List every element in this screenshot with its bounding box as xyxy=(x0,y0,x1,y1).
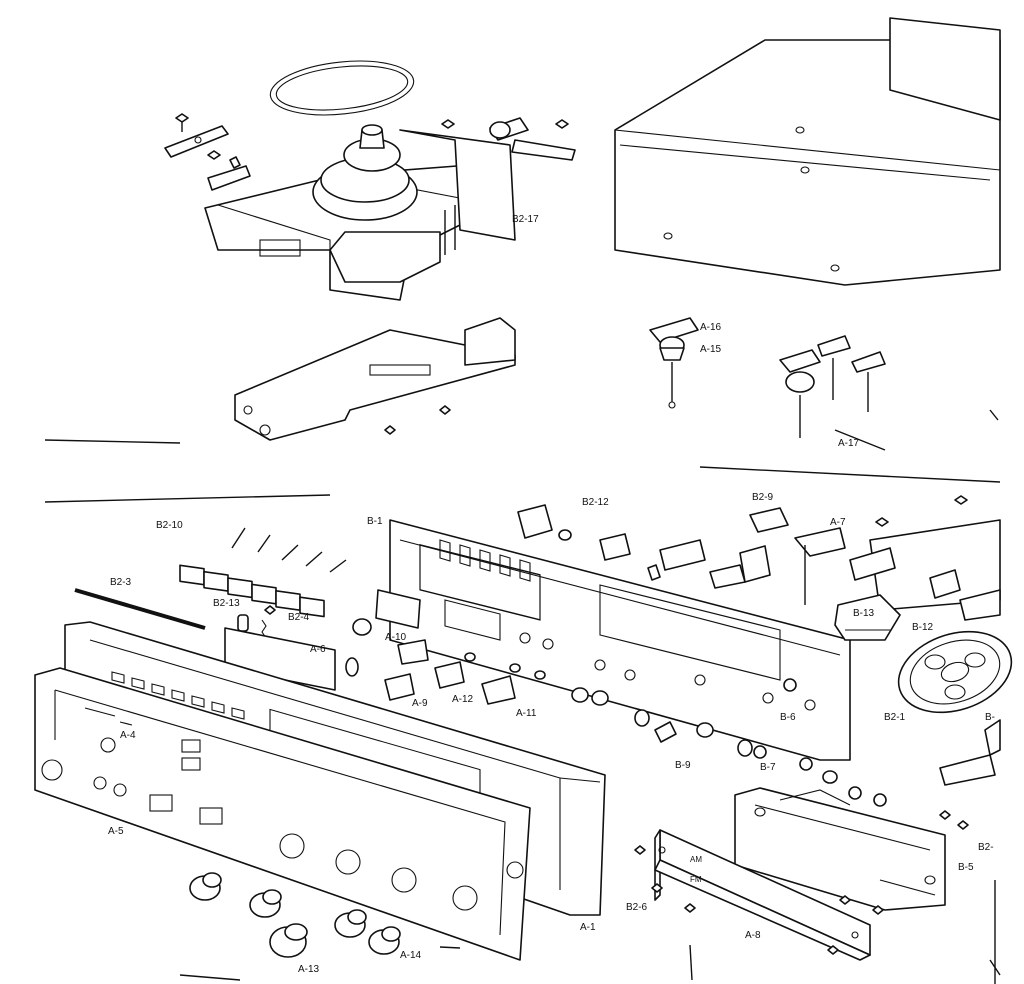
label-a-5: A-5 xyxy=(108,826,124,837)
foot-pad-left xyxy=(649,317,699,409)
label-b2-12: B2-12 xyxy=(582,497,609,508)
label-a-13: A-13 xyxy=(298,964,320,975)
label-b-7: B-7 xyxy=(760,762,776,773)
switch-components xyxy=(517,504,771,589)
label-a-17: A-17 xyxy=(838,438,860,449)
label-b2-1: B2-1 xyxy=(884,712,906,723)
foot-assembly-right xyxy=(779,335,886,451)
label-a-9: A-9 xyxy=(412,698,428,709)
small-parts-b xyxy=(634,678,887,807)
label-b2-10: B2-10 xyxy=(156,520,183,531)
label-a-1: A-1 xyxy=(580,922,596,933)
dial-plate-fm-text: FM xyxy=(690,875,702,884)
dial-plate-a-8 xyxy=(654,829,871,961)
label-b2-17: B2-17 xyxy=(512,214,539,225)
small-parts-a xyxy=(345,618,609,706)
spring-b2-4 xyxy=(261,605,276,639)
gear-assembly-b-13 xyxy=(834,594,901,641)
label-a-11: A-11 xyxy=(516,708,537,719)
label-a-14: A-14 xyxy=(400,950,422,961)
label-b2-9: B2-9 xyxy=(752,492,774,503)
drive-belt xyxy=(269,60,415,116)
small-bracket-upper xyxy=(164,113,229,158)
right-side-components xyxy=(849,495,1001,621)
bracket-a-7 xyxy=(794,527,846,605)
label-b-5: B-5 xyxy=(958,862,974,873)
label-b-edge: B- xyxy=(985,712,995,723)
transport-mechanism xyxy=(204,124,471,301)
label-b2-3: B2-3 xyxy=(110,577,132,588)
label-b-6: B-6 xyxy=(780,712,796,723)
bracket-a-6 xyxy=(224,627,336,691)
label-b2-13: B2-13 xyxy=(213,598,240,609)
dial-pulley xyxy=(897,630,1013,714)
label-a-16: A-16 xyxy=(700,322,722,333)
push-buttons-b2-10 xyxy=(179,527,347,618)
label-b2-4: B2-4 xyxy=(288,612,310,623)
label-a-8: A-8 xyxy=(745,930,761,941)
dial-plate-am-text: AM xyxy=(690,855,702,864)
small-bracket-lower xyxy=(207,150,251,191)
label-a-7: A-7 xyxy=(830,517,846,528)
knobs-a-13 xyxy=(189,872,308,958)
screws-bottom-right xyxy=(634,719,1001,955)
circuit-board-cassette xyxy=(234,317,516,441)
edge-marks-right xyxy=(989,409,1001,984)
motor-bracket xyxy=(399,117,576,241)
label-a-12: A-12 xyxy=(452,694,474,705)
label-a-4: A-4 xyxy=(120,730,136,741)
label-a-15: A-15 xyxy=(700,344,722,355)
cabinet xyxy=(614,17,1001,286)
label-b-1: B-1 xyxy=(367,516,383,527)
cover-b2-9 xyxy=(749,507,789,533)
label-a-10: A-10 xyxy=(385,632,407,643)
label-b-12: B-12 xyxy=(912,622,934,633)
clip-b2-13 xyxy=(237,614,249,632)
label-a-6: A-6 xyxy=(310,644,326,655)
rod-b2-3 xyxy=(74,588,206,630)
chassis-sub-panel xyxy=(375,519,851,761)
label-b-9: B-9 xyxy=(675,760,691,771)
label-b-13: B-13 xyxy=(853,608,875,619)
knobs-a-14 xyxy=(334,909,401,955)
separator-lines xyxy=(44,439,1001,981)
front-panel-a-5 xyxy=(34,667,531,961)
label-b2-edge: B2- xyxy=(978,842,994,853)
label-b2-6: B2-6 xyxy=(626,902,648,913)
